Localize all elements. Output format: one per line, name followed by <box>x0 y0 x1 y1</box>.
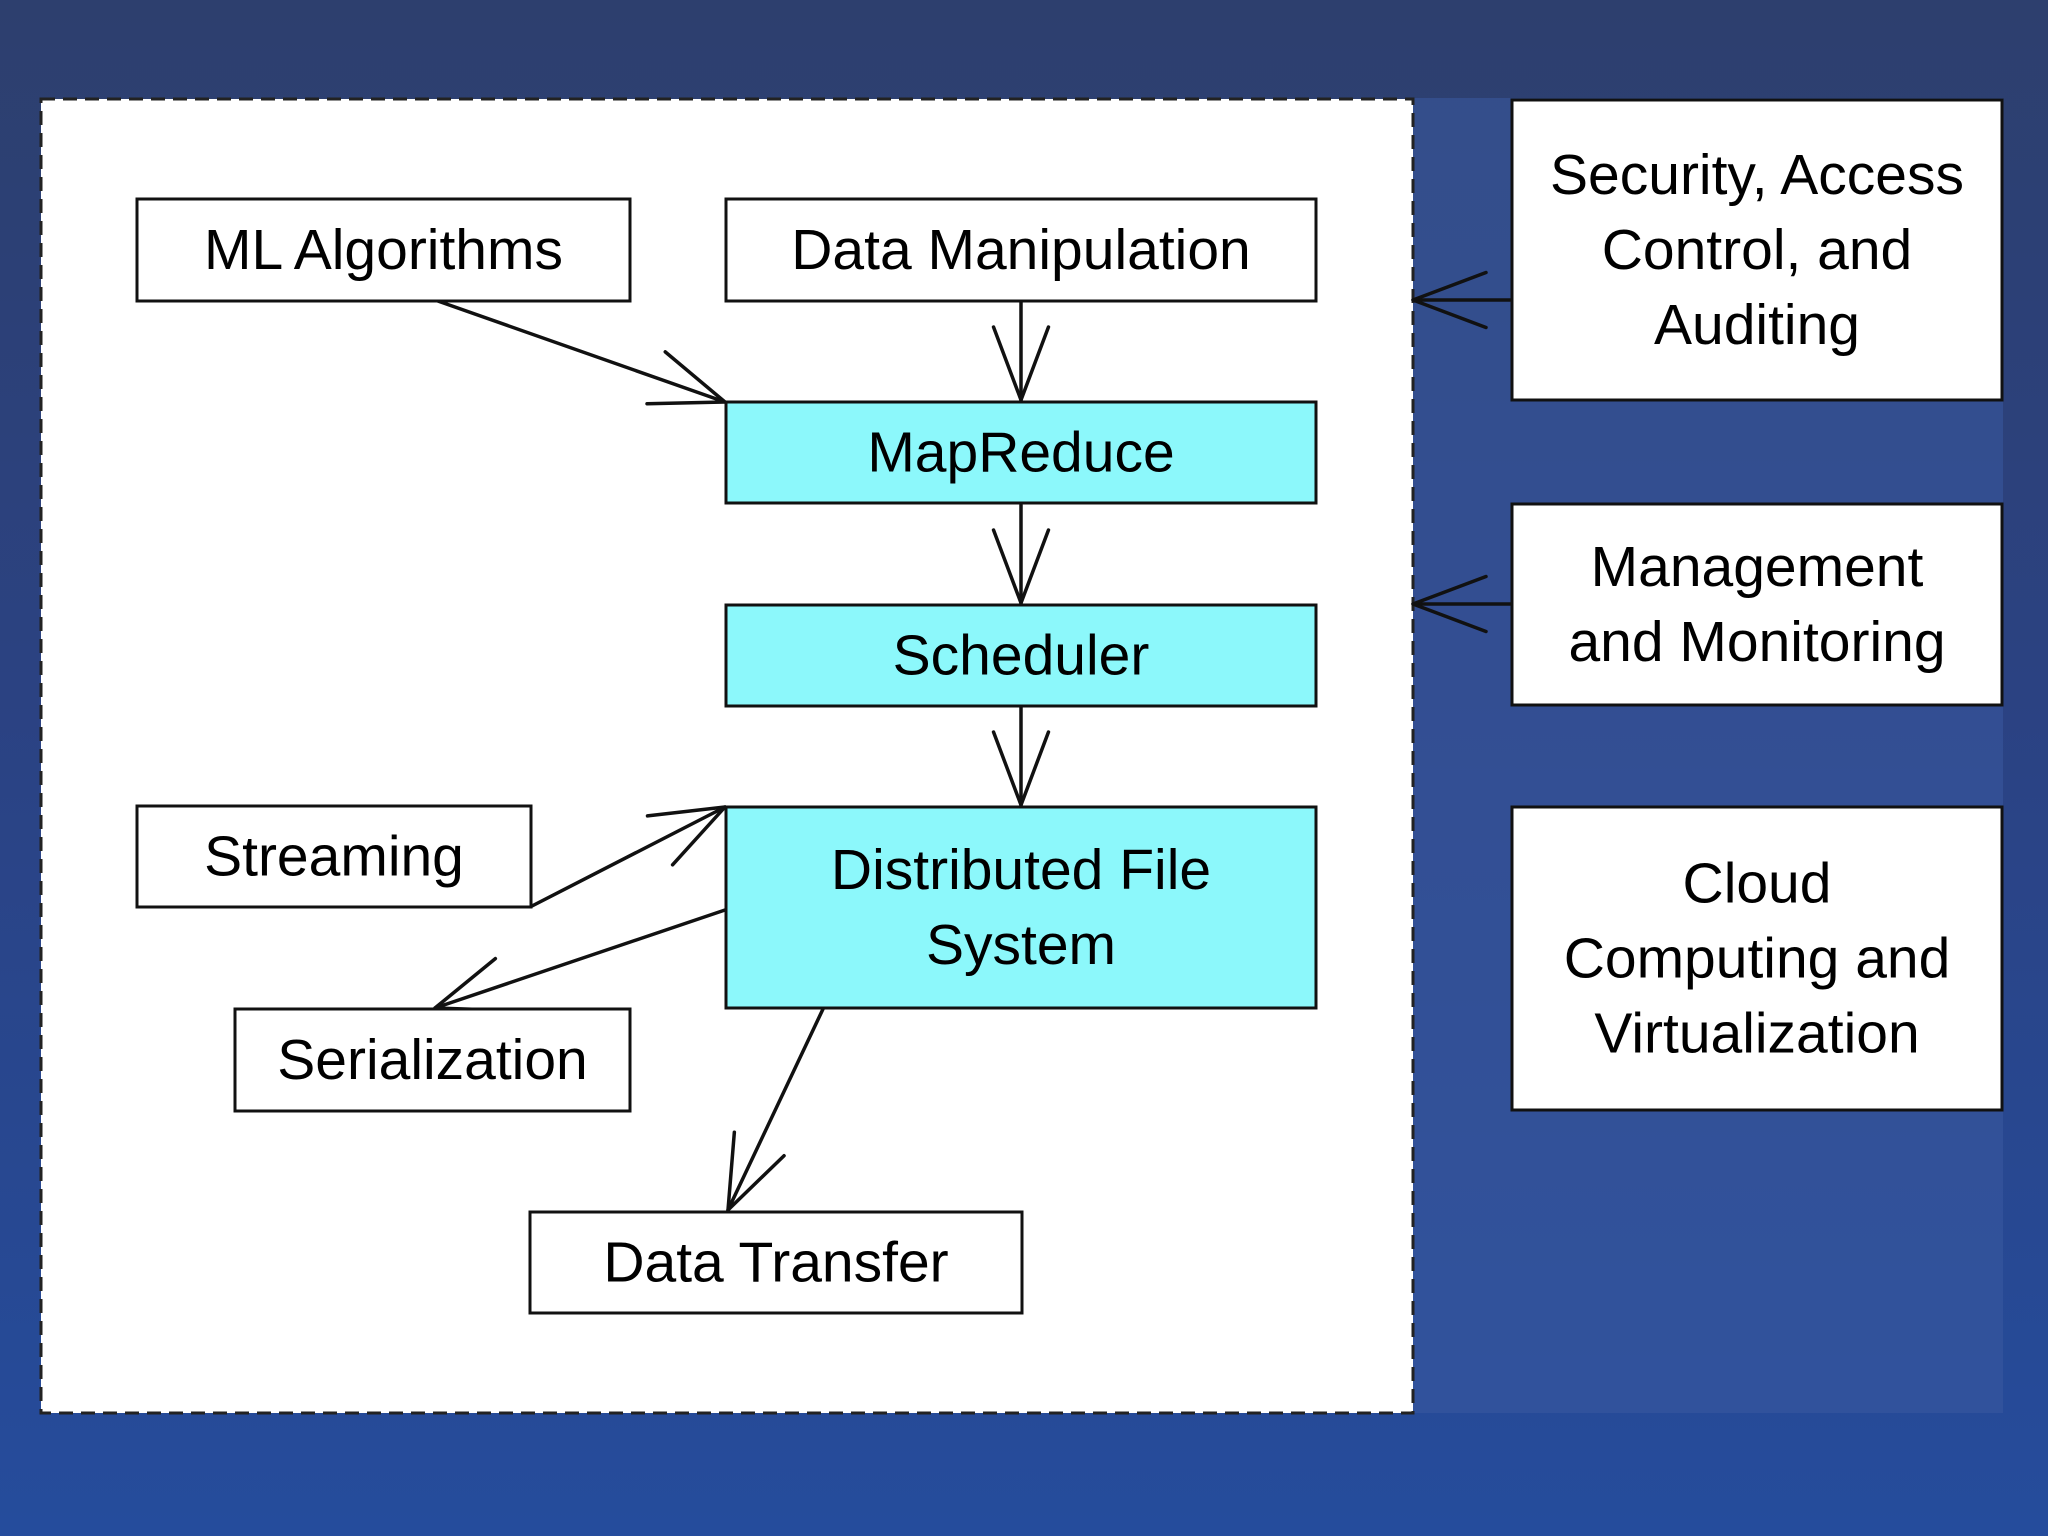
core-stack-panel <box>39 97 1415 1415</box>
connectors <box>433 298 1512 1212</box>
data-transfer-label-line: Data Transfer <box>603 1231 948 1295</box>
distributed-file-system-rect <box>724 805 1318 1010</box>
serialization-label-line: Serialization <box>277 1028 588 1092</box>
arrow-security-to-panel-head <box>1411 270 1488 330</box>
arrow-management-to-panel-head <box>1411 574 1488 634</box>
cloud-computing-rect <box>1510 805 2004 1112</box>
arrow-dfs-to-serialization <box>433 908 727 1010</box>
serialization-box: Serialization <box>233 1007 632 1113</box>
management-monitoring-box: Management and Monitoring <box>1510 502 2004 707</box>
arrow-scheduler-to-dfs-head <box>991 730 1051 807</box>
cloud-label-line: Cloud <box>1683 852 1832 916</box>
management-monitoring-rect <box>1510 502 2004 707</box>
streaming-label-line: Streaming <box>204 825 464 889</box>
security-label-line: Control, and <box>1602 218 1913 282</box>
ml-algorithms-label-line: ML Algorithms <box>204 218 563 282</box>
ml-algorithms-rect <box>135 197 632 303</box>
distributed-fs-label-line: System <box>926 913 1116 977</box>
data-manipulation-label-line: Data Manipulation <box>791 218 1250 282</box>
data-manipulation-rect <box>724 197 1318 303</box>
scheduler-rect <box>724 603 1318 708</box>
data-transfer-rect <box>528 1210 1024 1315</box>
mapreduce-rect <box>724 400 1318 505</box>
serialization-rect <box>233 1007 632 1113</box>
arrow-dfs-to-datatransfer-head <box>726 1130 786 1212</box>
distributed-fs-label-line: Distributed File <box>831 838 1211 902</box>
arrow-dfs-to-datatransfer <box>726 1007 825 1212</box>
mapreduce-label-line: MapReduce <box>867 421 1174 485</box>
cloud-label-line: Computing and <box>1564 927 1951 991</box>
scheduler-box: Scheduler <box>724 603 1318 708</box>
data-manipulation-box: Data Manipulation <box>724 197 1318 303</box>
cloud-label-line: Virtualization <box>1594 1002 1919 1066</box>
scheduler-label-line: Scheduler <box>893 624 1150 688</box>
mapreduce-box: MapReduce <box>724 400 1318 505</box>
security-label-line: Security, Access <box>1550 143 1964 207</box>
arrow-streaming-to-dfs <box>530 805 727 908</box>
arrow-datamanip-to-mapreduce-head <box>991 325 1051 402</box>
management-label-line: and Monitoring <box>1568 610 1945 674</box>
data-transfer-box: Data Transfer <box>528 1210 1024 1315</box>
arrow-ml-to-mapreduce <box>433 298 727 404</box>
streaming-box: Streaming <box>135 804 533 909</box>
streaming-rect <box>135 804 533 909</box>
security-access-control-rect <box>1510 98 2004 402</box>
security-label-line: Auditing <box>1654 293 1860 357</box>
arrow-mapreduce-to-scheduler-head <box>991 528 1051 605</box>
management-label-line: Management <box>1591 535 1924 599</box>
ml-algorithms-box: ML Algorithms <box>135 197 632 303</box>
